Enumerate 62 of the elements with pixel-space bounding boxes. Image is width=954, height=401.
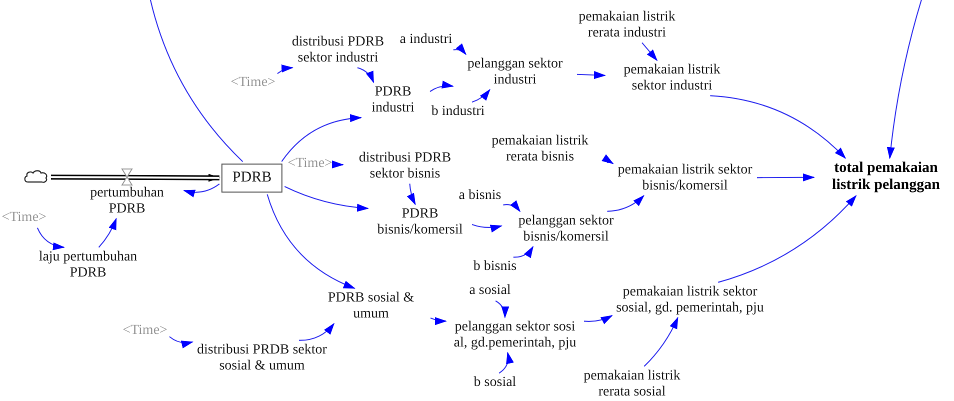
arrow (299, 322, 335, 341)
shadow-variable-label: <Time> (230, 75, 276, 91)
shadow-variable-label: <Time> (122, 323, 168, 339)
variable-label: pemakaian listrik sektor bisnis/komersil (615, 162, 755, 194)
arrow (430, 80, 454, 92)
variable-label: a industri (400, 32, 452, 48)
variable-label: b industri (431, 104, 485, 120)
variable-label: pemakaian listrik rerata bisnis (475, 133, 605, 165)
arrow (576, 71, 606, 80)
variable-label: a bisnis (458, 188, 502, 204)
variable-label: pelanggan sektor bisnis/komersil (504, 213, 628, 245)
arrow (406, 184, 416, 206)
arrow (183, 184, 220, 198)
arrow (277, 64, 294, 74)
arrow (357, 67, 374, 84)
arrow (332, 160, 344, 168)
arrow (472, 88, 490, 103)
cloud-shape (23, 169, 49, 185)
variable-label: pemakaian listrik sektor sosial, gd. pemerintah, pju (614, 284, 766, 316)
variable-label: b sosial (474, 375, 516, 391)
arrow (472, 224, 502, 232)
shadow-variable-label: <Time> (2, 210, 46, 226)
arrow (644, 316, 678, 367)
arrow (607, 194, 644, 212)
arrow (98, 218, 117, 248)
arrow (513, 246, 534, 258)
arrow (430, 316, 447, 325)
arrow (718, 195, 857, 283)
variable-label: distribusi PDRB sektor bisnis (345, 150, 465, 182)
arrow (710, 95, 846, 159)
stock-box: PDRB (221, 164, 283, 192)
variable-label: laju pertumbuhan PDRB (28, 249, 148, 281)
arrow (757, 173, 815, 182)
variable-label: PDRB sosial & umum (314, 290, 428, 322)
arrow (453, 43, 466, 56)
arrow (36, 228, 65, 250)
arrow (169, 336, 194, 348)
variable-label: pertumbuhan PDRB (72, 185, 182, 217)
arrow (886, 0, 923, 160)
variable-label: pelanggan sektor industri (455, 56, 575, 88)
arrow (602, 154, 614, 164)
variable-label: distribusi PDRB sektor industri (278, 34, 398, 66)
variable-label: PDRB bisnis/komersil (370, 206, 470, 238)
arrow (284, 186, 369, 212)
arrow (642, 42, 658, 62)
variable-label: pemakaian listrik rerata sosial (572, 368, 692, 400)
variable-label: distribusi PRDB sektor sosial & umum (194, 342, 330, 374)
variable-label: b bisnis (473, 259, 517, 275)
arrow (281, 114, 362, 162)
arrow (266, 194, 356, 289)
arrow (584, 315, 613, 324)
flow-pipe (50, 174, 220, 182)
variable-label: pemakaian listrik sektor industri (607, 62, 737, 94)
shadow-variable-label: <Time> (288, 156, 332, 172)
arrow (498, 352, 514, 374)
arrow (503, 200, 521, 212)
variable-label: PDRB industri (358, 84, 428, 116)
variable-label: total pemakaian listrik pelanggan (816, 160, 954, 194)
variable-label: a sosial (469, 283, 511, 299)
variable-label: pelanggan sektor sosi al, gd.pemerintah, pju (448, 319, 582, 351)
variable-label: pemakaian listrik rerata industri (562, 9, 692, 41)
arrow (495, 300, 509, 318)
